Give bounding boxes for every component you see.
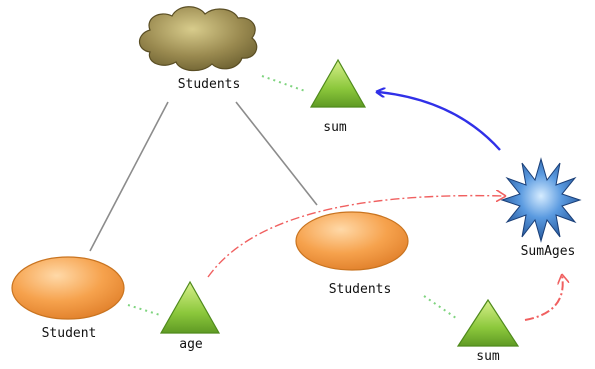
edge-cloud-to-student	[89, 101, 169, 252]
sum-bottom-triangle[interactable]	[456, 298, 520, 347]
student-ellipse[interactable]	[11, 256, 125, 320]
red-arrow-sum-to-sumages	[524, 275, 563, 321]
students-cloud-label: Students	[177, 77, 241, 92]
sum-top-triangle[interactable]	[309, 58, 367, 108]
dotted-link-students-sum-bottom	[423, 295, 457, 319]
student-label: Student	[41, 326, 97, 341]
dotted-link-students-sum	[261, 75, 306, 92]
age-label: age	[179, 337, 203, 352]
sum-bottom-label: sum	[476, 349, 500, 364]
sum-top-label: sum	[323, 120, 347, 135]
students-ellipse-label: Students	[328, 282, 392, 297]
edge-cloud-to-students-ellipse	[235, 101, 318, 206]
sumages-star[interactable]	[500, 157, 582, 243]
sumages-label: SumAges	[520, 244, 576, 259]
dotted-link-student-age	[127, 304, 161, 316]
students-cloud-shape[interactable]	[138, 6, 258, 72]
blue-arrow-sumages-to-sum	[378, 92, 501, 151]
students-ellipse[interactable]	[295, 211, 409, 271]
age-triangle[interactable]	[159, 280, 221, 334]
red-arrow-age-to-sumages	[207, 196, 505, 278]
